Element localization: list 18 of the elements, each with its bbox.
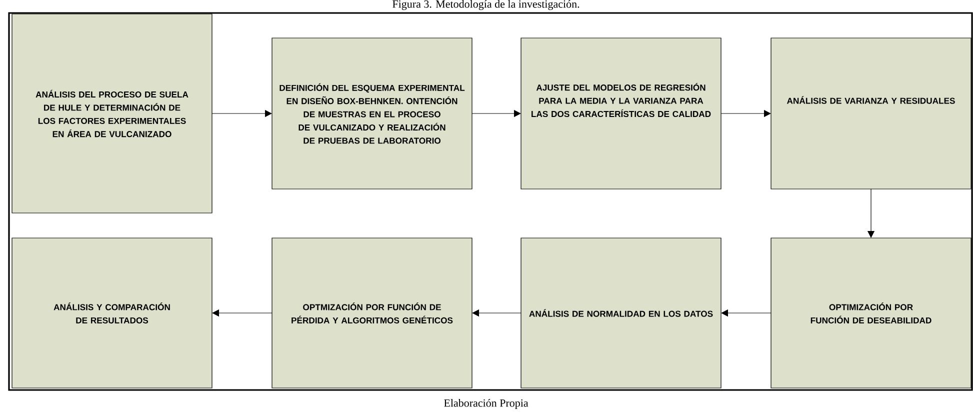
box-text: ANÁLISIS DE NORMALIDAD EN LOS DATOS [529,309,713,317]
process-box [12,238,212,388]
figure-title: Figura 3. Metodología de la investigación. [392,0,580,10]
box-text: OPTIMIZACIÓN POR FUNCIÓN DE DESEABILIDAD [810,302,932,324]
box-text: ANÁLISIS DE VARIANZA Y RESIDUALES [786,96,955,104]
process-box [770,238,972,388]
process-box [12,14,212,214]
caption: Elaboración Propia [444,399,528,409]
process-box [770,38,972,190]
box-text: DEFINICIÓN DEL ESQUEMA EXPERIMENTAL EN DISEÑO BOX-BEHNKEN. ONTENCIÓN DE MUESTRAS EN EL PROCESO DE VULCANIZADO Y REALIZACIÓN DE PRUEBAS DE LABORATORIO [280,83,465,144]
box-text: ANÁLISIS DEL PROCESO DE SUELA DE HULE Y DETERMINACIÓN DE LOS FACTORES EXPERIMENTALES EN ÁREA DE VULCANIZADO [36,90,188,138]
box-text: ANÁLISIS Y COMPARACIÓN DE RESULTADOS [54,302,170,324]
box-text: AJUSTE DEL MODELOS DE REGRESIÓN PARA LA MEDIA Y LA VARIANZA PARA LAS DOS CARACTERÍSTICAS DE CALIDAD [532,82,711,118]
box-text: OPTMIZACIÓN POR FUNCIÓN DE PÉRDIDA Y ALGORITMOS GENÉTICOS [292,302,453,324]
process-box [520,38,722,190]
process-box [272,238,472,388]
process-box [520,238,722,388]
process-box [272,38,472,190]
